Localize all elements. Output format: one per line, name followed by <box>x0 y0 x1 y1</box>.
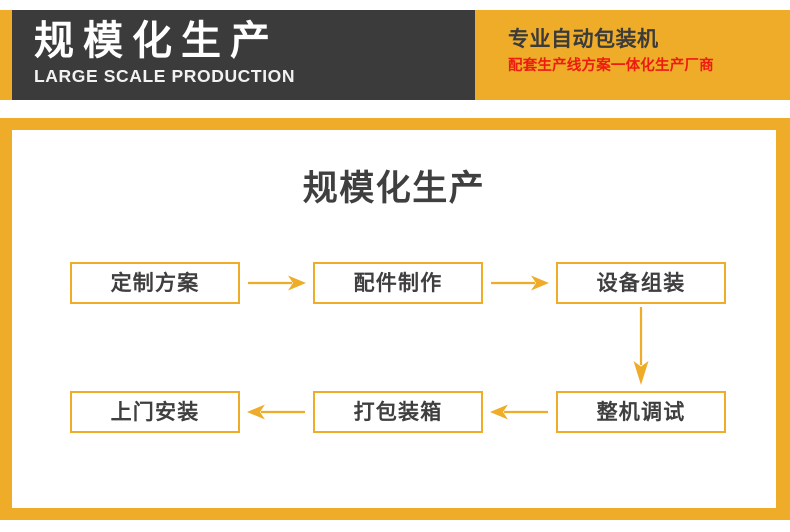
tagline-primary: 专业自动包装机 <box>508 27 659 51</box>
brand-title-en: LARGE SCALE PRODUCTION <box>34 66 296 86</box>
page-title: 规模化生产 <box>302 169 486 209</box>
header-tagline-block: 专业自动包装机 配套生产线方案一体化生产厂商 <box>475 10 790 100</box>
arrow-right-icon <box>240 262 313 304</box>
content-frame-inner: 规模化生产 定制方案 配件制作 设备组装 <box>12 130 776 508</box>
arrow-right-icon <box>483 262 556 304</box>
flow-step-onsite-installation[interactable]: 上门安装 <box>70 391 240 433</box>
flow-row-bottom: 上门安装 打包装箱 整机调试 <box>12 390 776 434</box>
flow-step-parts-manufacturing[interactable]: 配件制作 <box>313 262 483 304</box>
flow-row-top: 定制方案 配件制作 设备组装 <box>12 261 776 305</box>
content-frame: 规模化生产 定制方案 配件制作 设备组装 <box>0 118 790 520</box>
flow-step-equipment-assembly[interactable]: 设备组装 <box>556 262 726 304</box>
arrow-left-icon <box>483 391 556 433</box>
arrow-left-icon <box>240 391 313 433</box>
header-banner: 规模化生产 LARGE SCALE PRODUCTION 专业自动包装机 配套生… <box>0 10 790 100</box>
arrow-down-icon <box>626 303 656 390</box>
header-accent-stripe <box>0 10 12 100</box>
brand-title-cn: 规模化生产 <box>34 18 279 64</box>
flow-step-machine-debugging[interactable]: 整机调试 <box>556 391 726 433</box>
flow-step-custom-plan[interactable]: 定制方案 <box>70 262 240 304</box>
tagline-secondary: 配套生产线方案一体化生产厂商 <box>508 58 714 74</box>
header-tagline-group: 专业自动包装机 配套生产线方案一体化生产厂商 <box>508 26 714 76</box>
header-brand-text-group: 规模化生产 LARGE SCALE PRODUCTION <box>34 18 295 87</box>
flow-step-packing-boxing[interactable]: 打包装箱 <box>313 391 483 433</box>
header-brand-block: 规模化生产 LARGE SCALE PRODUCTION <box>12 10 475 100</box>
